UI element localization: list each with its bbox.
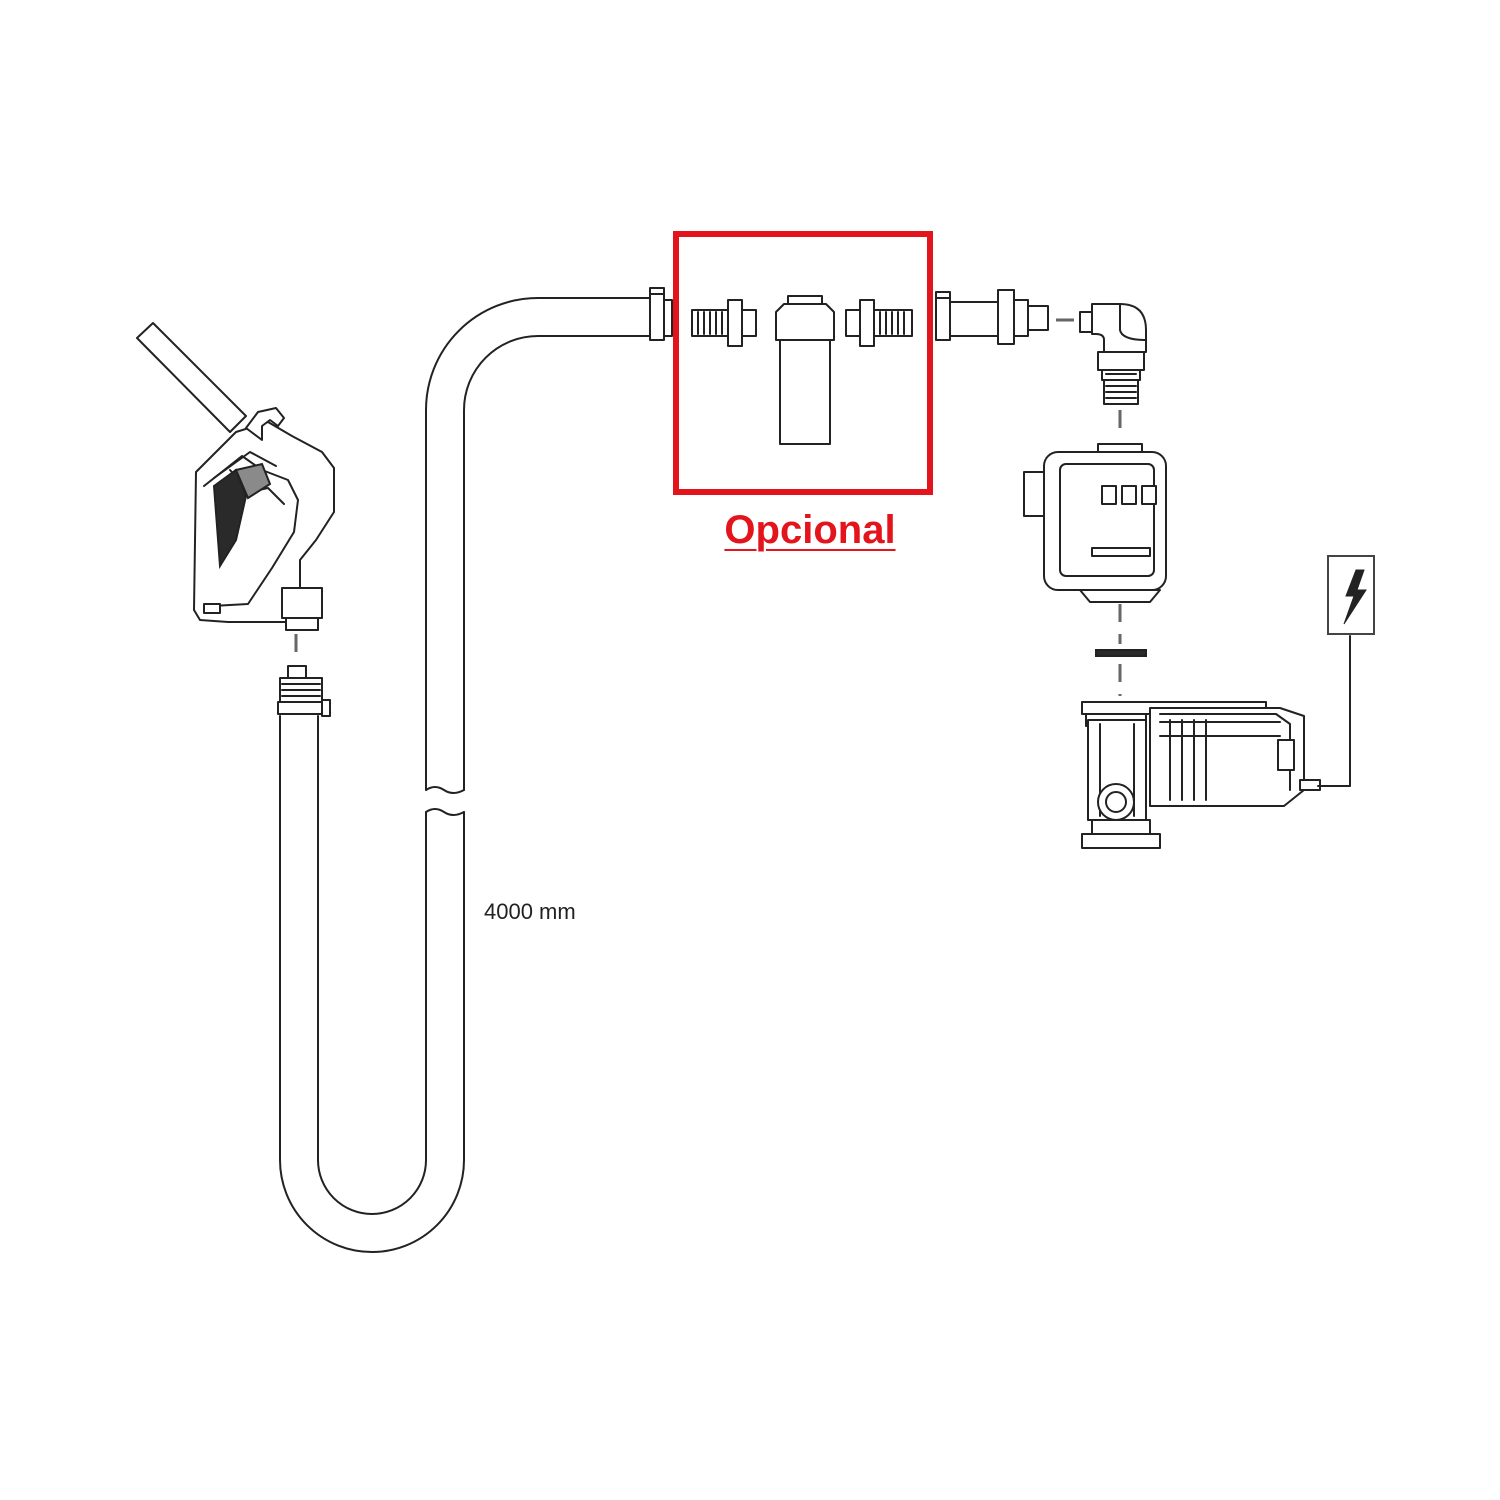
lightning-bolt-icon: [1343, 569, 1367, 625]
power-supply: [1317, 555, 1375, 787]
fuel-nozzle: [136, 322, 335, 631]
filter-cartridge: [775, 295, 835, 445]
hose-clamp-upper: [649, 287, 673, 341]
power-cable: [1317, 635, 1351, 787]
nozzle-grip: [212, 468, 248, 570]
nozzle-body: [193, 421, 335, 623]
meter-digit-3: [1141, 485, 1157, 505]
nozzle-lever: [203, 455, 299, 607]
hose-length-label: 4000 mm: [484, 899, 576, 924]
electric-pump: [1081, 701, 1321, 849]
nozzle-spout: [136, 322, 247, 433]
delivery-hose: [279, 297, 655, 1253]
hose-clamp: [277, 699, 331, 717]
hose-fitting: [279, 665, 323, 703]
optional-filter-kit: [691, 295, 913, 445]
optional-label: Opcional: [724, 508, 896, 552]
meter-digit-2: [1121, 485, 1137, 505]
meter-reset-slot: [1091, 547, 1151, 557]
nozzle-hook: [245, 407, 285, 441]
meter-digit-1: [1101, 485, 1117, 505]
filter-adapter-right: [845, 299, 913, 347]
gasket: [1095, 649, 1147, 657]
elbow-fitting: [1079, 303, 1147, 405]
short-hose: [935, 289, 1049, 345]
nozzle-swivel: [281, 587, 323, 619]
filter-adapter-left: [691, 299, 757, 347]
optional-filter-kit-frame: [673, 231, 933, 495]
flow-meter: [1023, 443, 1167, 603]
